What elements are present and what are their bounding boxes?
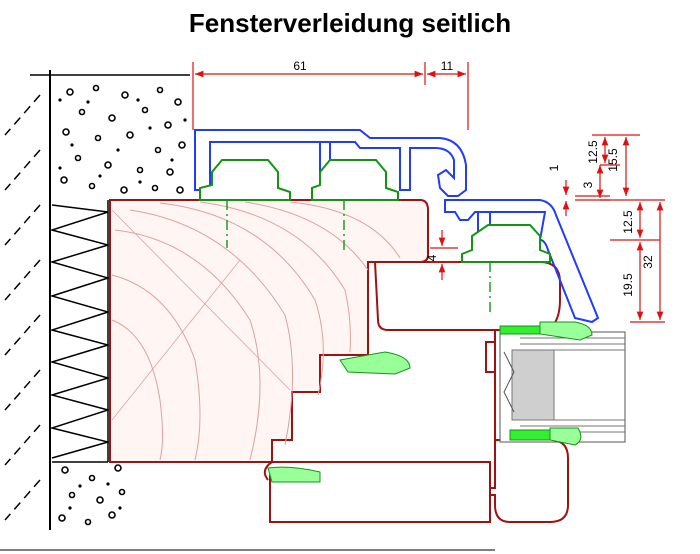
glazing-unit [499,331,626,443]
seal-strips [267,321,593,483]
wall-hatch-lines [4,94,41,521]
dim-clearance: 4 [425,254,439,261]
dim-offset-3: 3 [581,181,595,188]
dim-lower-total: 32 [641,255,655,269]
page-title: Fensterverleidung seitlich [188,8,512,38]
masonry-wall [30,70,192,530]
dim-height-a: 12.5 [586,140,600,164]
dim-top-width: 61 [293,59,307,73]
dim-gap-small: 1 [547,164,561,171]
dimension-labels: 61 11 1 12.5 15.5 3 12.5 32 19.5 4 [293,59,655,297]
dim-top-gap: 11 [441,59,454,73]
dim-height-b: 15.5 [606,148,620,172]
dimension-lines [192,62,665,323]
insulation-layer [49,200,111,463]
dim-lower-a: 12.5 [621,210,635,234]
mounting-clips [199,159,551,315]
timber-reveal-block [109,199,429,463]
dim-lower-b: 19.5 [621,273,635,297]
